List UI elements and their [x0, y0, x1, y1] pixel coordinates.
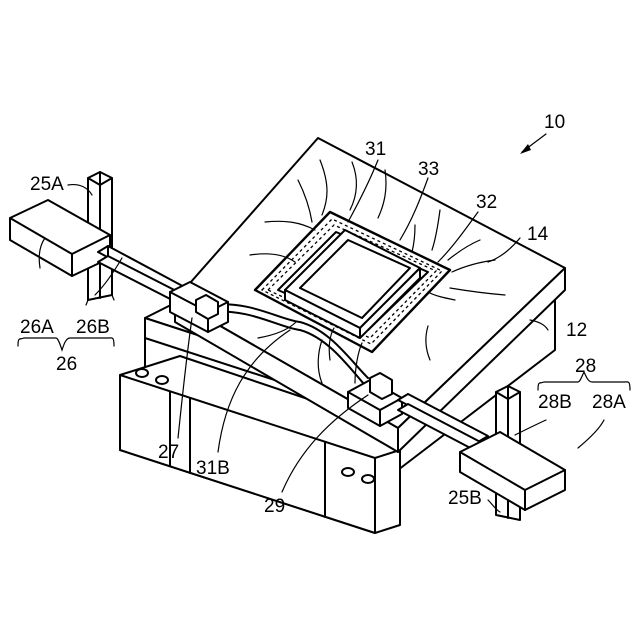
label-12: 12 — [566, 320, 587, 341]
label-28b: 28B — [538, 392, 572, 413]
label-29: 29 — [264, 496, 285, 517]
label-28: 28 — [575, 356, 596, 377]
label-26: 26 — [56, 354, 77, 375]
label-33: 33 — [418, 159, 439, 180]
label-32: 32 — [476, 192, 497, 213]
label-10: 10 — [544, 112, 565, 133]
label-26a: 26A — [20, 317, 54, 338]
label-27: 27 — [158, 442, 179, 463]
label-31b: 31B — [196, 458, 230, 479]
label-31: 31 — [365, 139, 386, 160]
label-25b: 25B — [448, 488, 482, 509]
label-25a: 25A — [30, 174, 64, 195]
label-26b: 26B — [76, 317, 110, 338]
label-28a: 28A — [592, 392, 626, 413]
label-14: 14 — [527, 224, 549, 245]
